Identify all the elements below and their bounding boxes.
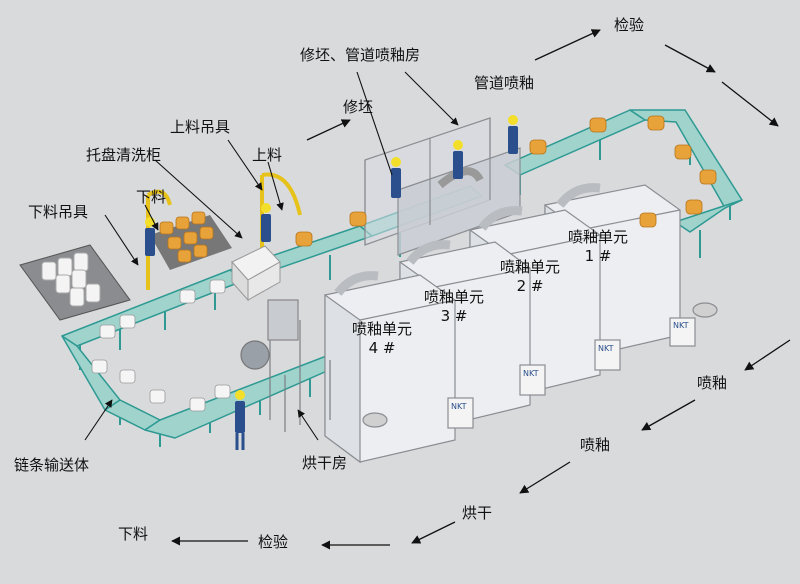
unit-label-4: 喷釉单元 4 # bbox=[352, 320, 412, 358]
green-ware-pallet bbox=[150, 211, 232, 270]
label-trim: 修坯 bbox=[343, 98, 374, 116]
finished-products-on-line bbox=[91, 279, 231, 412]
workers bbox=[145, 115, 518, 450]
unit-4-number: 4 # bbox=[368, 338, 396, 357]
label-unload-top: 下料 bbox=[136, 188, 167, 206]
label-trim-pipe-glaze-room: 修坯、管道喷釉房 bbox=[300, 46, 421, 64]
unit-2-number: 2 # bbox=[516, 276, 544, 295]
label-dry-room: 烘干房 bbox=[302, 454, 348, 472]
unit-label-2: 喷釉单元 2 # bbox=[500, 258, 560, 296]
label-tray-wash: 托盘清洗柜 bbox=[86, 146, 162, 164]
worker-pipe-2 bbox=[508, 115, 518, 154]
booth-tag-2: NKT bbox=[598, 344, 614, 353]
label-load-hoist: 上料吊具 bbox=[170, 118, 231, 136]
booth-tag-4: NKT bbox=[451, 402, 467, 411]
process-flow-arrows bbox=[171, 29, 791, 550]
label-chain-conveyor: 链条输送体 bbox=[14, 456, 90, 474]
label-inspect-top: 检验 bbox=[614, 16, 645, 34]
tray-wash-cabinet bbox=[231, 245, 281, 302]
booth-tag-1: NKT bbox=[673, 321, 689, 330]
finished-storage bbox=[19, 244, 131, 321]
drying-room bbox=[240, 299, 331, 432]
label-dry: 烘干 bbox=[462, 504, 493, 522]
worker-unload bbox=[145, 217, 155, 256]
label-glaze-mid: 喷釉 bbox=[580, 436, 611, 454]
label-load: 上料 bbox=[252, 146, 283, 164]
unit-2-name: 喷釉单元 bbox=[500, 258, 561, 276]
unit-3-name: 喷釉单元 bbox=[424, 288, 485, 306]
unit-1-name: 喷釉单元 bbox=[568, 228, 629, 246]
leader-lines bbox=[84, 71, 459, 441]
unit-1-number: 1 # bbox=[584, 246, 612, 265]
label-unload-bottom: 下料 bbox=[118, 525, 149, 543]
label-unload-hoist: 下料吊具 bbox=[28, 203, 89, 221]
unit-label-1: 喷釉单元 1 # bbox=[568, 228, 628, 266]
worker-trim bbox=[391, 157, 401, 198]
worker-pipe-1 bbox=[453, 140, 463, 179]
label-inspect-bottom: 检验 bbox=[258, 533, 289, 551]
worker-load bbox=[261, 203, 271, 242]
products-on-line bbox=[295, 115, 717, 247]
label-pipe-glaze: 管道喷釉 bbox=[474, 74, 535, 92]
unit-label-3: 喷釉单元 3 # bbox=[424, 288, 484, 326]
label-glaze-right: 喷釉 bbox=[697, 374, 728, 392]
booth-4 bbox=[324, 271, 474, 464]
worker-inspect bbox=[235, 390, 245, 450]
glazing-booths bbox=[324, 183, 718, 464]
unit-4-name: 喷釉单元 bbox=[352, 320, 413, 338]
unit-3-number: 3 # bbox=[440, 306, 468, 325]
booth-tag-3: NKT bbox=[523, 369, 539, 378]
